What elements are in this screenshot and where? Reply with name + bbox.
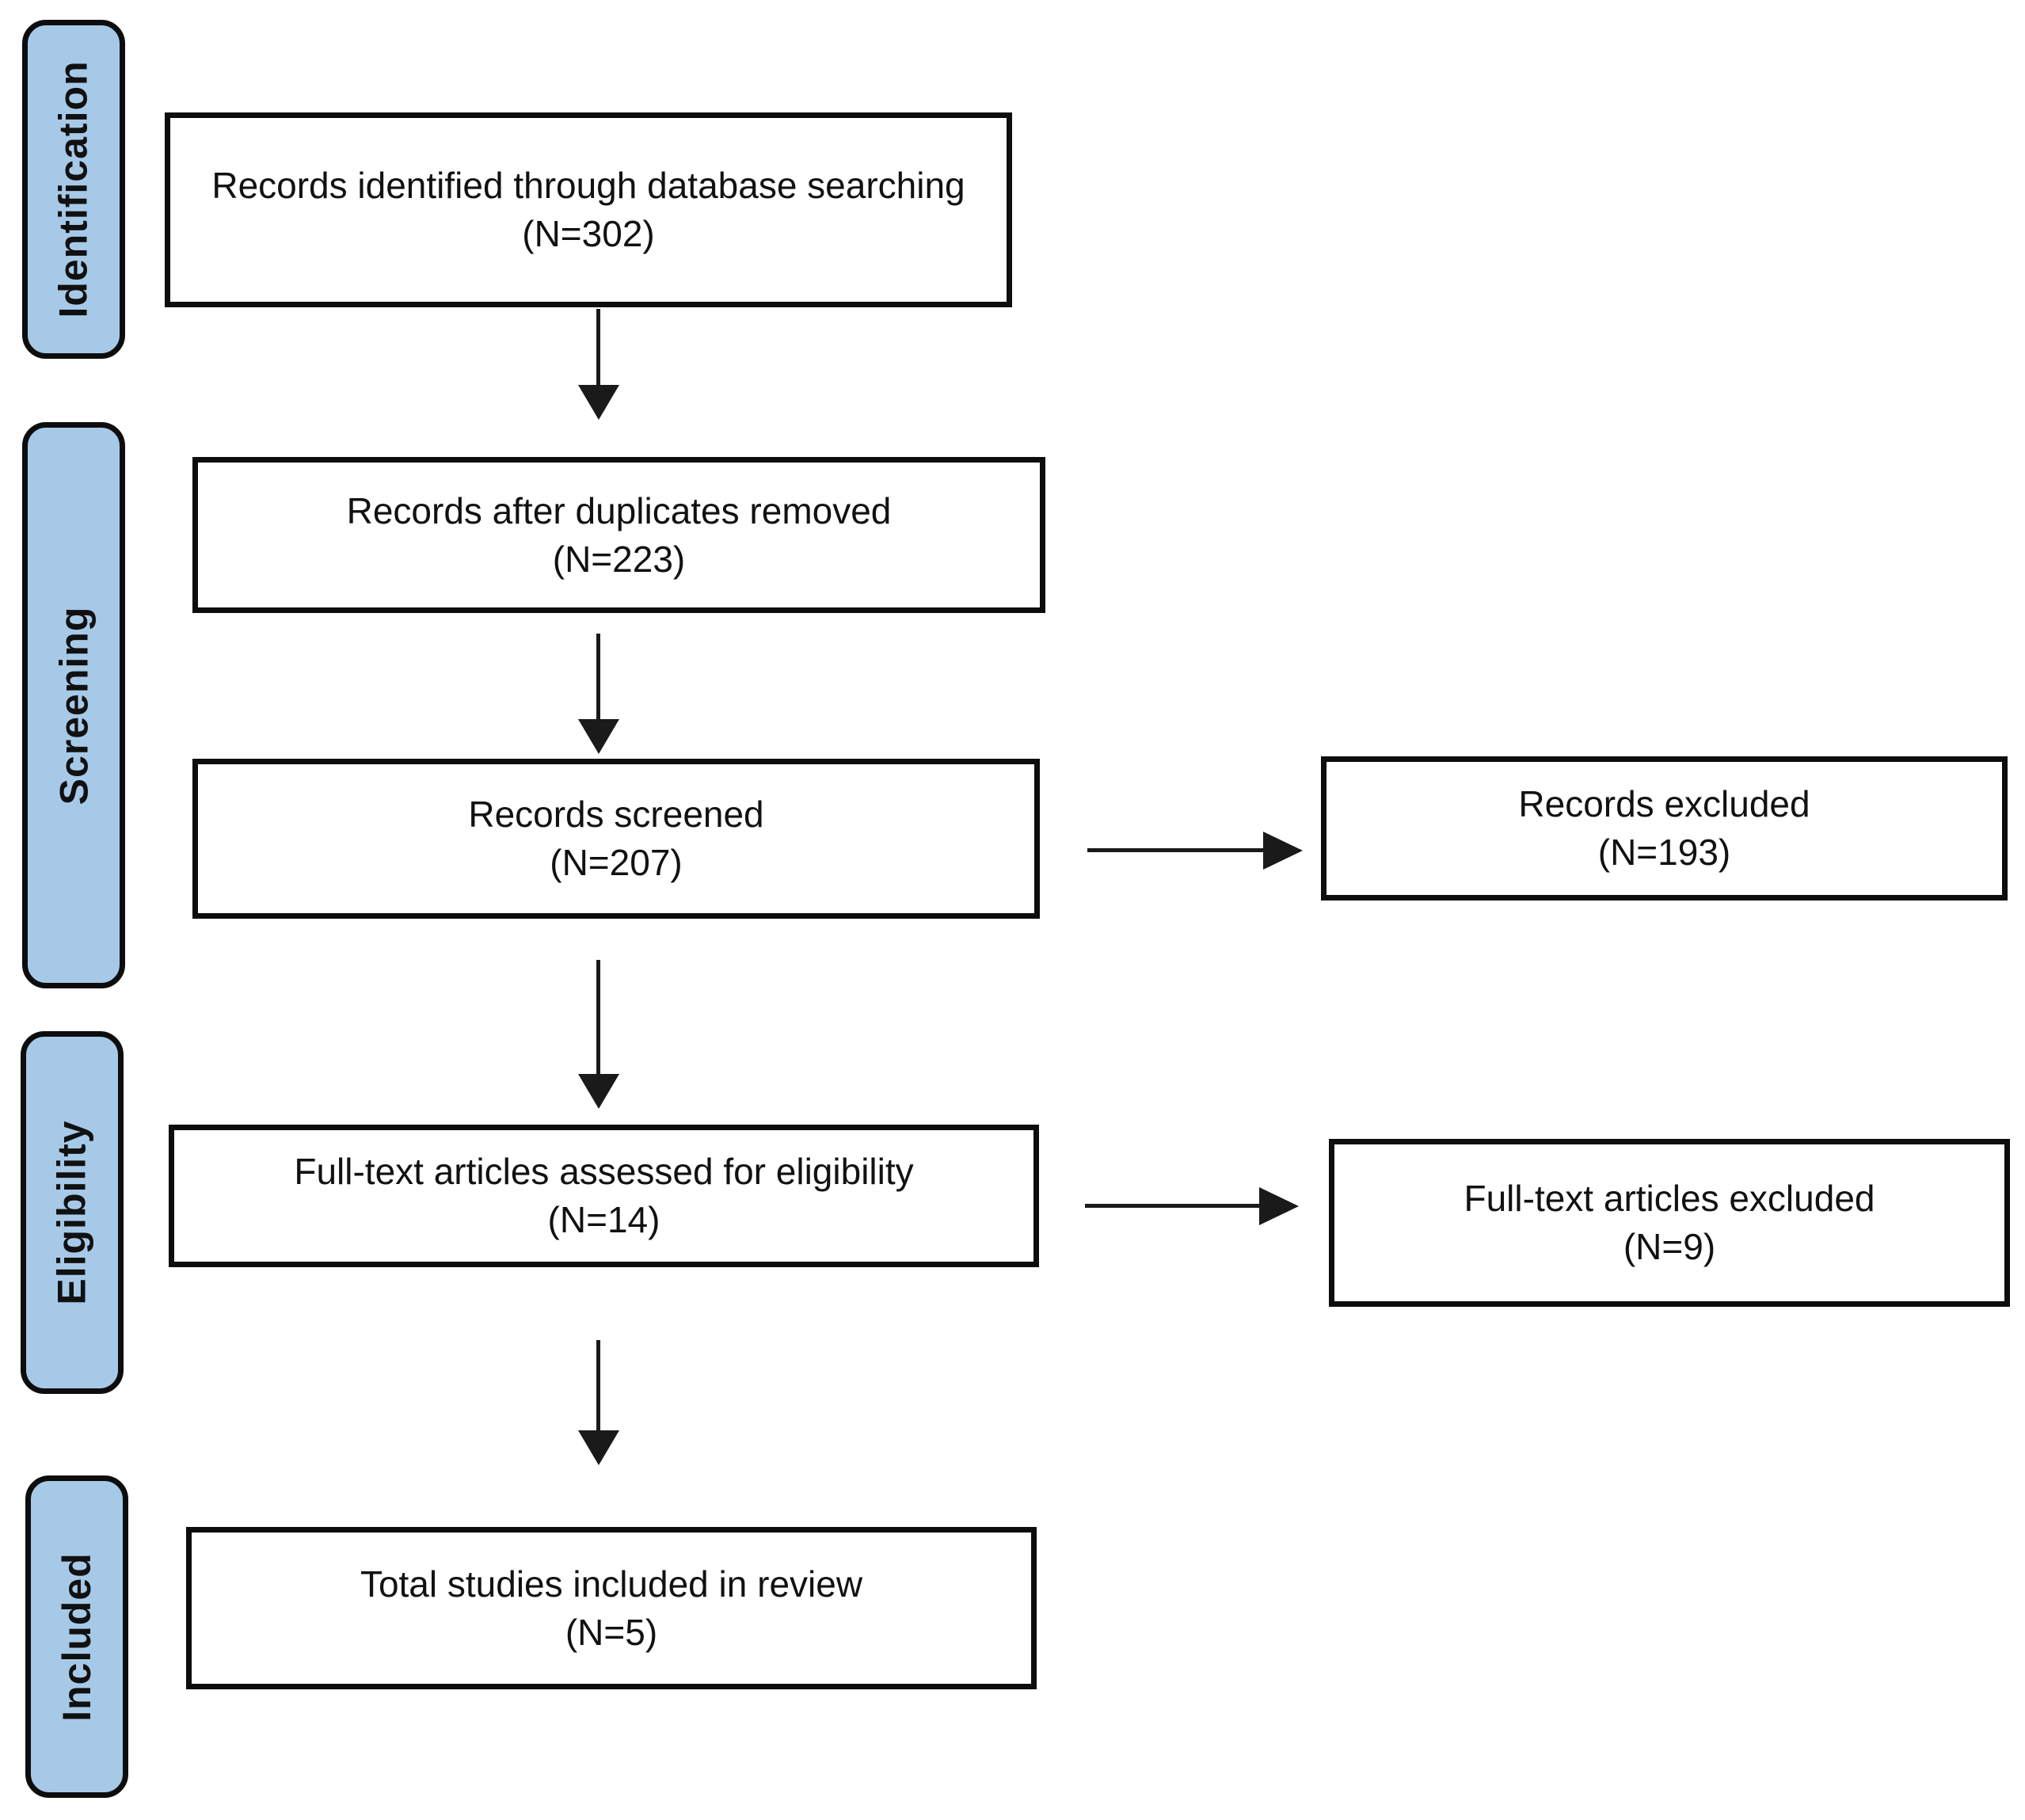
box-studies-included-label: Total studies included in review — [360, 1563, 863, 1605]
stage-label-eligibility: Eligibility — [50, 1120, 94, 1305]
stage-label-included: Included — [55, 1552, 100, 1722]
box-records-screened-label: Records screened — [468, 794, 764, 835]
arrow-down-stem-4 — [596, 1340, 600, 1430]
arrow-down-icon-1 — [578, 385, 619, 420]
box-fulltext-assessed-label: Full-text articles assessed for eligibil… — [294, 1151, 914, 1192]
box-records-excluded: Records excluded (N=193) — [1321, 756, 2008, 900]
arrow-down-icon-4 — [578, 1430, 619, 1465]
box-records-identified: Records identified through database sear… — [165, 112, 1012, 307]
box-duplicates-removed: Records after duplicates removed (N=223) — [192, 457, 1045, 613]
arrow-right-icon-1 — [1263, 832, 1303, 870]
arrow-right-stem-2 — [1085, 1204, 1259, 1208]
arrow-right-icon-2 — [1259, 1187, 1299, 1225]
box-fulltext-excluded-count: (N=9) — [1623, 1226, 1716, 1267]
box-studies-included-count: (N=5) — [565, 1611, 658, 1653]
arrow-down-icon-3 — [578, 1074, 619, 1109]
box-records-excluded-count: (N=193) — [1597, 832, 1731, 873]
arrow-right-stem-1 — [1087, 848, 1263, 852]
arrow-down-icon-2 — [578, 719, 619, 754]
box-fulltext-assessed: Full-text articles assessed for eligibil… — [169, 1125, 1039, 1267]
box-records-screened-count: (N=207) — [550, 842, 683, 883]
stage-label-screening: Screening — [51, 606, 96, 805]
box-records-screened: Records screened (N=207) — [192, 759, 1040, 919]
box-records-identified-label: Records identified through database sear… — [211, 165, 965, 206]
box-studies-included: Total studies included in review (N=5) — [186, 1527, 1037, 1689]
box-fulltext-excluded: Full-text articles excluded (N=9) — [1329, 1139, 2010, 1307]
box-fulltext-assessed-count: (N=14) — [547, 1199, 660, 1240]
arrow-down-stem-1 — [596, 309, 600, 385]
stage-tab-screening: Screening — [22, 422, 125, 988]
box-records-identified-count: (N=302) — [522, 213, 655, 254]
stage-tab-identification: Identification — [22, 20, 125, 359]
box-records-excluded-label: Records excluded — [1518, 783, 1810, 824]
arrow-down-stem-2 — [596, 634, 600, 719]
box-duplicates-removed-label: Records after duplicates removed — [346, 489, 892, 531]
arrow-down-stem-3 — [596, 960, 600, 1074]
box-fulltext-excluded-label: Full-text articles excluded — [1464, 1178, 1875, 1219]
box-duplicates-removed-count: (N=223) — [552, 538, 686, 580]
stage-tab-included: Included — [25, 1475, 128, 1798]
stage-label-identification: Identification — [51, 60, 97, 318]
stage-tab-eligibility: Eligibility — [21, 1031, 124, 1394]
